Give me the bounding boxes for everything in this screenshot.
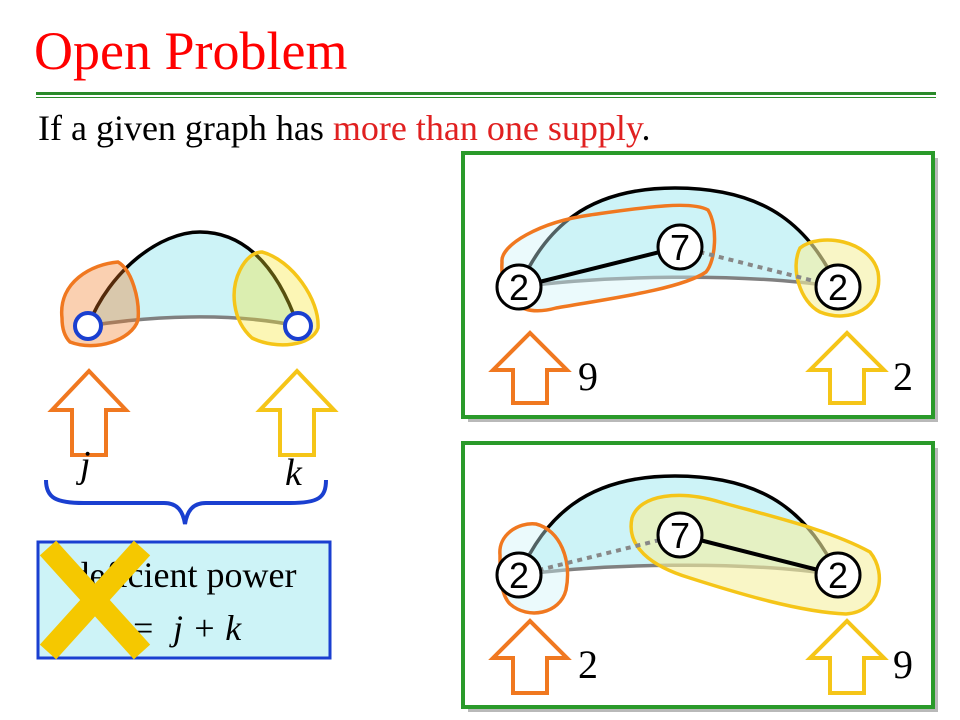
deficient-power-box <box>36 540 332 660</box>
node-right-label: 2 <box>828 267 848 308</box>
node-right-label: 2 <box>828 555 848 596</box>
supply-region-left <box>500 203 717 313</box>
node-left <box>495 263 543 311</box>
title-rule-thin <box>36 97 936 98</box>
node-left-label: 2 <box>509 555 529 596</box>
node-mid-label: 7 <box>670 227 690 268</box>
edge-2-7-dotted <box>518 533 681 577</box>
node-mid <box>656 223 704 271</box>
supply-arrow-left <box>488 330 572 405</box>
source-node-k <box>283 311 313 341</box>
x-mark-icon <box>39 540 151 660</box>
graph-top-edge <box>86 230 300 327</box>
box-text-line2: = j + k <box>131 608 243 648</box>
edge-7-2 <box>679 533 839 577</box>
graph-top-edge <box>517 186 840 288</box>
source-node-j <box>73 311 103 341</box>
supply-value-right: 2 <box>893 354 913 399</box>
label-k: k <box>285 452 303 494</box>
graph-bottom-edge <box>87 315 299 328</box>
supply-arrow-j <box>47 368 131 457</box>
edge-7-2-dotted <box>679 245 839 289</box>
panel-top: 2 7 2 9 2 <box>461 151 938 422</box>
node-left <box>495 551 543 599</box>
supply-arrow-right <box>805 618 889 695</box>
node-right <box>814 263 862 311</box>
node-mid <box>656 511 704 559</box>
subtitle-period: . <box>641 108 651 148</box>
sum-brace <box>44 479 328 525</box>
node-right <box>814 551 862 599</box>
supply-value-left: 9 <box>578 354 598 399</box>
subtitle: If a given graph has more than one suppl… <box>38 110 651 146</box>
supply-value-right: 9 <box>893 642 913 687</box>
node-left-label: 2 <box>509 267 529 308</box>
subtitle-text: If a given graph has <box>38 108 333 148</box>
node-mid-label: 7 <box>670 515 690 556</box>
left-diagram: j k deficient power = j + k <box>36 230 339 660</box>
title-rule <box>36 92 936 95</box>
supply-value-left: 2 <box>578 642 598 687</box>
edge-2-7 <box>518 245 681 289</box>
page-title: Open Problem <box>34 21 348 81</box>
label-j: j <box>75 444 91 486</box>
panel-bottom: 2 7 2 2 9 <box>461 441 938 712</box>
subtitle-highlight: more than one supply <box>332 108 642 148</box>
supply-arrow-right <box>805 330 889 405</box>
supply-arrow-left <box>488 618 572 695</box>
supply-arrow-k <box>255 368 339 457</box>
